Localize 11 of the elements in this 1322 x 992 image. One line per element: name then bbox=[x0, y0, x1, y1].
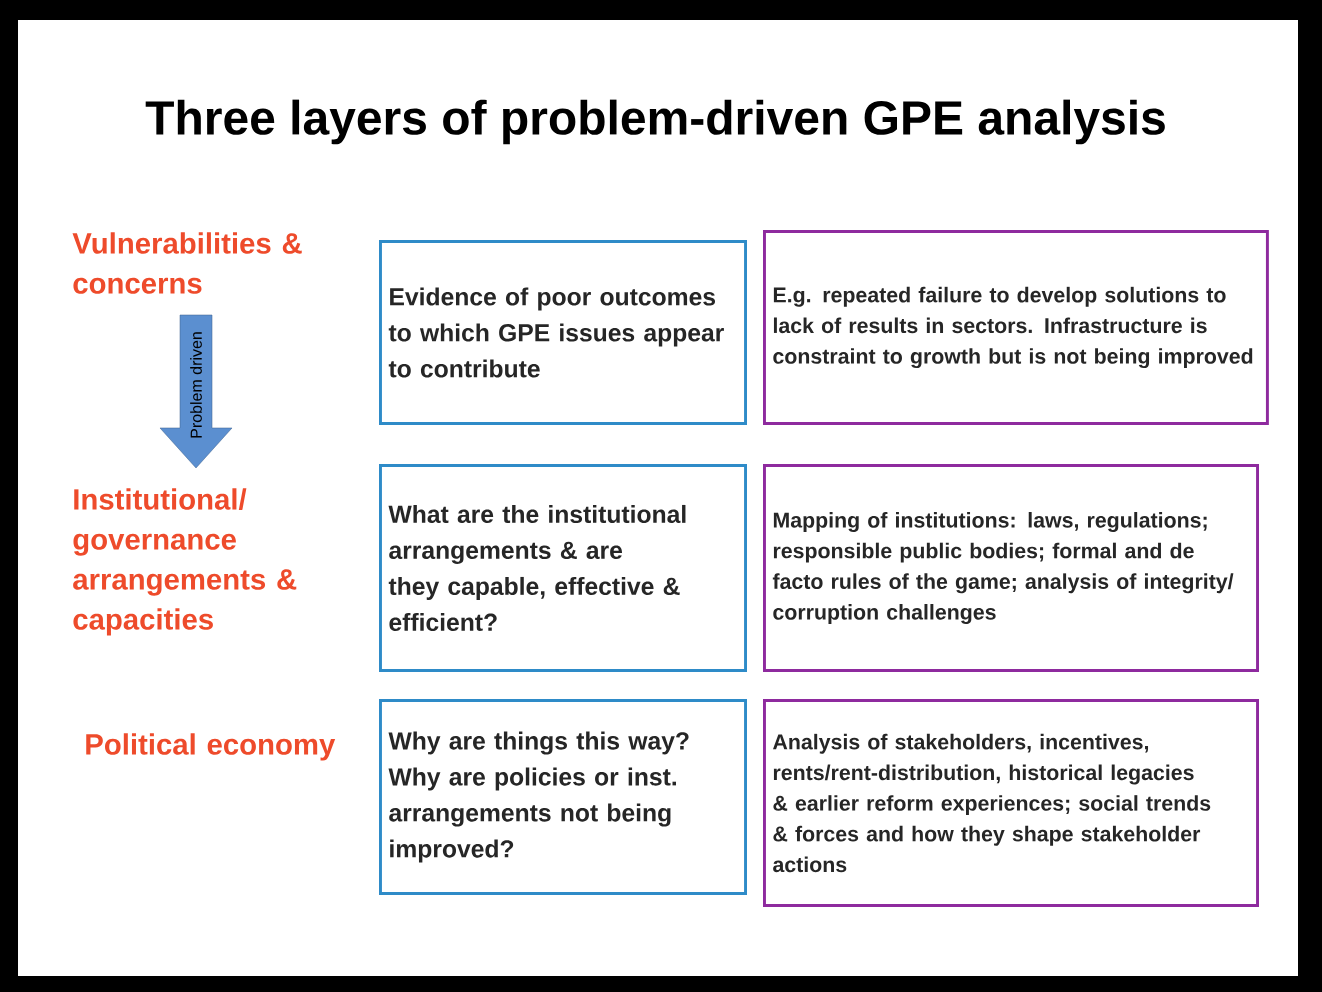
example-box: Mapping of institutions: laws, regulations; responsible public bodies; formal and de facto rules of the game; analysis of integrity/ corruption challenges bbox=[763, 464, 1259, 672]
row-heading: Political economy bbox=[86, 733, 336, 761]
row-heading: Institutional/ governance arrangements & capacities bbox=[73, 488, 297, 636]
arrow-label: Problem driven bbox=[190, 332, 202, 438]
question-box: What are the institutional arrangements & are they capable, effective & efficient? bbox=[379, 464, 747, 672]
example-box: E.g. repeated failure to develop solutions to lack of results in sectors. Infrastructure is constraint to growth but is not being improved bbox=[763, 230, 1269, 425]
row-heading: Vulnerabilities & concerns bbox=[72, 232, 302, 294]
example-box: Analysis of stakeholders, incentives, rents/rent-distribution, historical legacies & earlier reform experiences; social trends & forces and how they shape stakeholder actions bbox=[763, 699, 1259, 907]
title: Three layers of problem-driven GPE analysis bbox=[145, 99, 1165, 145]
question-box: Why are things this way? Why are policies or inst. arrangements not being improved? bbox=[379, 699, 747, 895]
question-box: Evidence of poor outcomes to which GPE issues appear to contribute bbox=[379, 240, 747, 425]
